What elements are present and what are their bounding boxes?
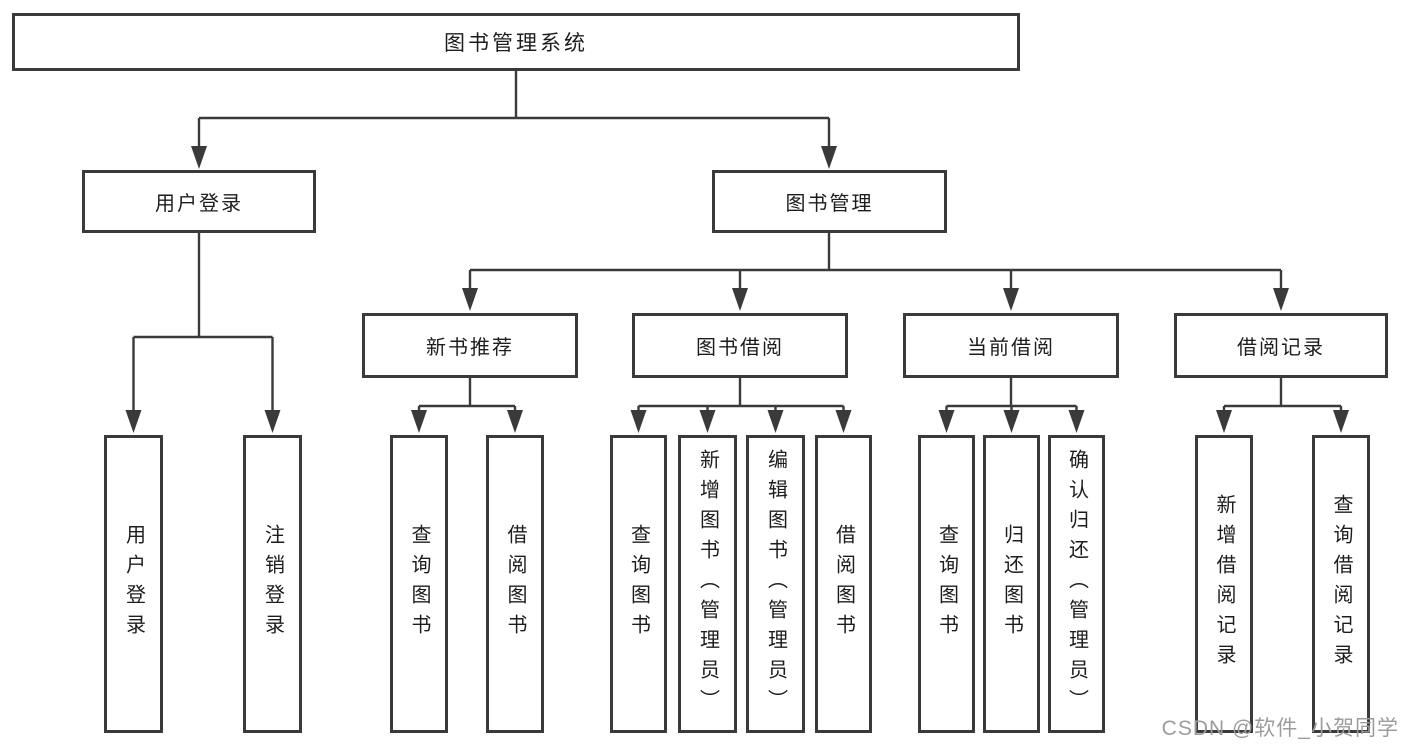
leaf-query-borrow-record: 查询借阅记录 (1312, 435, 1370, 733)
node-current-borrow: 当前借阅 (903, 313, 1119, 378)
node-book-management-label: 图书管理 (785, 193, 874, 215)
node-root: 图书管理系统 (12, 13, 1020, 71)
leaf-borrow-books-1: 借阅图书 (486, 435, 544, 733)
node-borrow-records-label: 借阅记录 (1237, 337, 1325, 359)
leaf-logout: 注销登录 (243, 435, 302, 733)
leaf-borrow-books-2-label: 借阅图书 (832, 524, 855, 644)
leaf-edit-books-admin: 编辑图书（管理员） (746, 435, 805, 733)
leaf-query-books-3-label: 查询图书 (935, 524, 958, 644)
leaf-query-books-2-label: 查询图书 (627, 524, 650, 644)
leaf-query-borrow-record-label: 查询借阅记录 (1330, 494, 1352, 674)
leaf-query-books-3: 查询图书 (918, 435, 975, 733)
csdn-watermark: CSDN @软件_小贺同学 (1161, 717, 1399, 740)
node-new-book-recommend: 新书推荐 (362, 313, 578, 378)
leaf-confirm-return-admin: 确认归还（管理员） (1048, 435, 1105, 733)
leaf-borrow-books-2: 借阅图书 (815, 435, 872, 733)
node-book-management: 图书管理 (712, 170, 947, 233)
leaf-borrow-books-1-label: 借阅图书 (504, 524, 526, 644)
node-user-login-label: 用户登录 (155, 193, 243, 215)
leaf-query-books-1-label: 查询图书 (408, 524, 430, 644)
leaf-query-books-1: 查询图书 (390, 435, 448, 733)
node-current-borrow-label: 当前借阅 (967, 337, 1055, 359)
leaf-user-login: 用户登录 (104, 435, 163, 733)
leaf-user-login-label: 用户登录 (122, 524, 145, 644)
leaf-logout-label: 注销登录 (261, 524, 284, 644)
leaf-query-books-2: 查询图书 (610, 435, 667, 733)
leaf-return-books-label: 归还图书 (1000, 524, 1023, 644)
leaf-add-books-admin-label: 新增图书（管理员） (696, 449, 719, 719)
leaf-confirm-return-admin-label: 确认归还（管理员） (1065, 449, 1088, 719)
leaf-add-books-admin: 新增图书（管理员） (678, 435, 737, 733)
leaf-add-borrow-record-label: 新增借阅记录 (1213, 494, 1235, 674)
node-book-borrow-label: 图书借阅 (696, 337, 784, 359)
leaf-edit-books-admin-label: 编辑图书（管理员） (764, 449, 787, 719)
node-root-label: 图书管理系统 (444, 32, 588, 55)
node-new-book-recommend-label: 新书推荐 (426, 337, 514, 359)
leaf-return-books: 归还图书 (983, 435, 1040, 733)
node-borrow-records: 借阅记录 (1174, 313, 1388, 378)
node-user-login: 用户登录 (82, 170, 316, 233)
leaf-add-borrow-record: 新增借阅记录 (1195, 435, 1253, 733)
node-book-borrow: 图书借阅 (632, 313, 848, 378)
